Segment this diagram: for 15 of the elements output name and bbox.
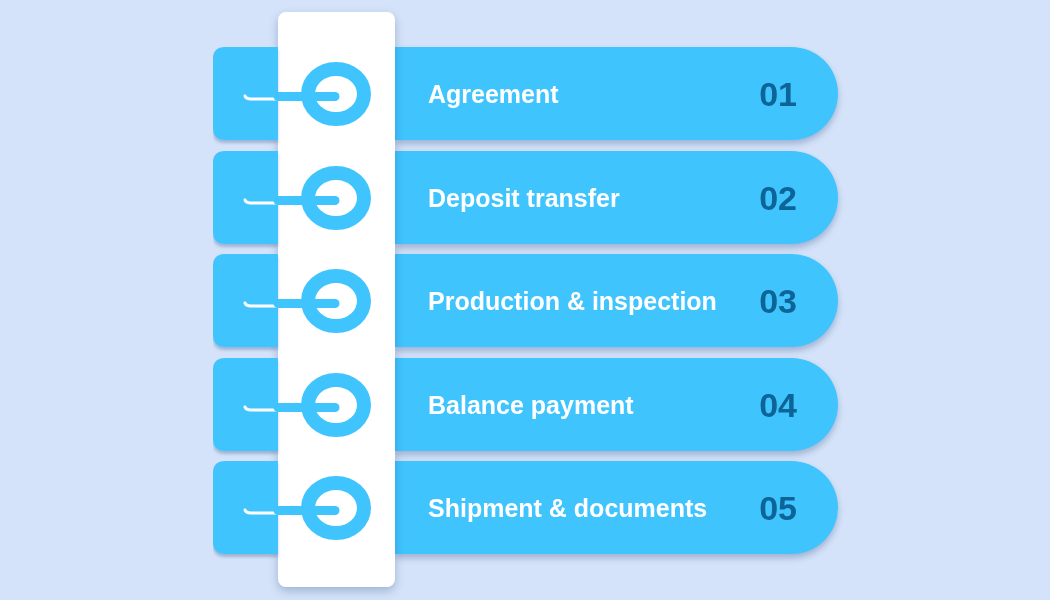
- step-number: 05: [759, 490, 797, 525]
- step-number: 02: [759, 180, 797, 215]
- step-title: Balance payment: [428, 392, 634, 417]
- step-bar: [395, 358, 838, 451]
- step-bar: [395, 461, 838, 554]
- step-bar: [395, 254, 838, 347]
- step-number: 04: [759, 387, 797, 422]
- step-bar: [395, 151, 838, 244]
- step-number: 03: [759, 283, 797, 318]
- step-title: Shipment & documents: [428, 495, 708, 520]
- step-title: Agreement: [428, 81, 559, 106]
- step-title: Deposit transfer: [428, 185, 620, 210]
- step-title: Production & inspection: [428, 288, 717, 313]
- step-number: 01: [759, 76, 797, 111]
- step-bar: [395, 47, 838, 140]
